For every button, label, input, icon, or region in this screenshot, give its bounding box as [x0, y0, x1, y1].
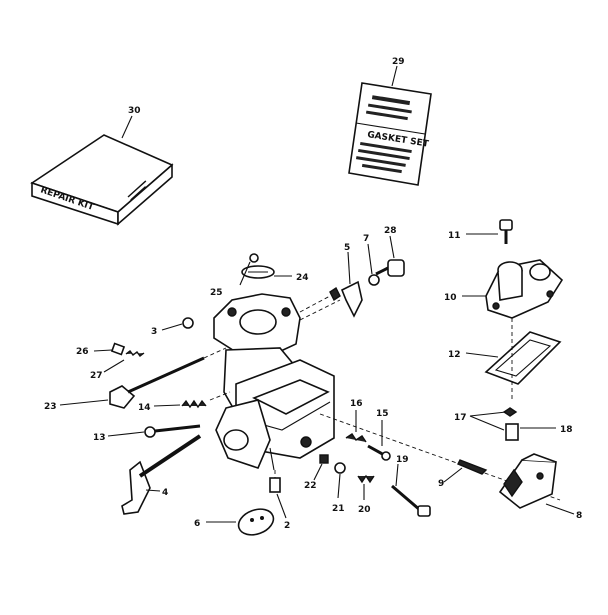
needle-15: [367, 444, 391, 461]
screw-11: [499, 219, 513, 244]
screw-19: [391, 484, 431, 517]
repair-kit-box: REPAIR KIT: [30, 134, 174, 226]
part-22: [319, 454, 329, 464]
callout-24: 24: [296, 273, 309, 283]
callout-5: 5: [344, 243, 350, 253]
callout-13: 13: [93, 433, 106, 443]
callout-6: 6: [194, 519, 200, 529]
callout-25: 25: [210, 288, 223, 298]
clip-9: [457, 459, 488, 475]
callout-8: 8: [576, 511, 582, 521]
spring-14: [181, 399, 207, 409]
choke-shaft-4: [121, 434, 202, 515]
callout-16: 16: [350, 399, 363, 409]
callout-21: 21: [332, 504, 345, 514]
callout-27: 27: [90, 371, 103, 381]
fuel-pump-8: [498, 453, 557, 509]
spring-27: [125, 350, 145, 357]
callout-14: 14: [138, 403, 151, 413]
callout-3: 3: [151, 327, 157, 337]
throttle-shaft-23: [109, 347, 227, 409]
part-21: [334, 462, 346, 474]
part-2: [269, 477, 281, 493]
callout-19: 19: [396, 455, 409, 465]
centerline-left: [209, 391, 231, 401]
callout-10: 10: [444, 293, 457, 303]
gasket-set-card: GASKET SET: [348, 82, 432, 186]
callout-9: 9: [438, 479, 444, 489]
part-26: [110, 342, 126, 356]
callout-26: 26: [76, 347, 89, 357]
callout-7: 7: [363, 234, 369, 244]
centerline-upper: [299, 299, 341, 321]
callout-20: 20: [358, 505, 371, 515]
callout-2: 2: [284, 521, 290, 531]
part-7: [368, 274, 380, 286]
part-3: [182, 317, 194, 329]
carburetor-body: [213, 293, 335, 471]
callout-30: 30: [128, 106, 141, 116]
callout-28: 28: [384, 226, 397, 236]
spring-16: [345, 433, 367, 443]
spring-20: [357, 474, 375, 484]
choke-plate-6: [237, 508, 275, 536]
callout-11: 11: [448, 231, 461, 241]
fuel-pump-cover-10: [485, 259, 564, 319]
callout-22: 22: [304, 481, 317, 491]
callout-15: 15: [376, 409, 389, 419]
gasket-12: [484, 331, 562, 385]
callout-23: 23: [44, 402, 57, 412]
fitting-18: [502, 407, 519, 441]
callout-18: 18: [560, 425, 573, 435]
screw-28: [375, 259, 405, 277]
part-25: [249, 253, 259, 263]
callout-12: 12: [448, 350, 461, 360]
gasket-24: [241, 265, 275, 279]
callout-4: 4: [162, 488, 168, 498]
float-hinge-5: [299, 280, 363, 318]
callout-29: 29: [392, 57, 405, 67]
callout-17: 17: [454, 413, 467, 423]
screw-13: [144, 424, 201, 438]
